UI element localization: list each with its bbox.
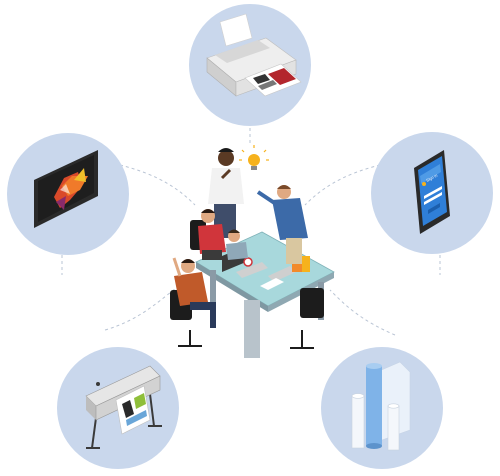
- paper-rolls-icon: [351, 361, 411, 451]
- chair-right: [290, 288, 324, 349]
- svg-text:Sign in: Sign in: [425, 173, 438, 183]
- person-standing-thinking: [208, 148, 244, 238]
- team-office-desk-icon: [170, 145, 335, 358]
- wall-art-display-icon: [34, 150, 98, 228]
- tablet-icon: Sign in: [414, 150, 450, 234]
- person-seated-right: [226, 229, 248, 260]
- person-red-shirt: [198, 209, 226, 260]
- printer-node: [189, 4, 311, 126]
- person-orange-shirt: [172, 257, 216, 328]
- connector-lines: [61, 128, 441, 336]
- plotter-node: [57, 347, 179, 469]
- paper-rolls-node: [321, 347, 443, 469]
- tablet-node: Sign in: [371, 132, 493, 254]
- lightbulb-icon: [239, 145, 269, 170]
- wall-art-node: [7, 133, 129, 255]
- printer-icon: [206, 13, 302, 97]
- wide-format-plotter-icon: [85, 365, 162, 449]
- person-blue-shirt: [256, 185, 308, 264]
